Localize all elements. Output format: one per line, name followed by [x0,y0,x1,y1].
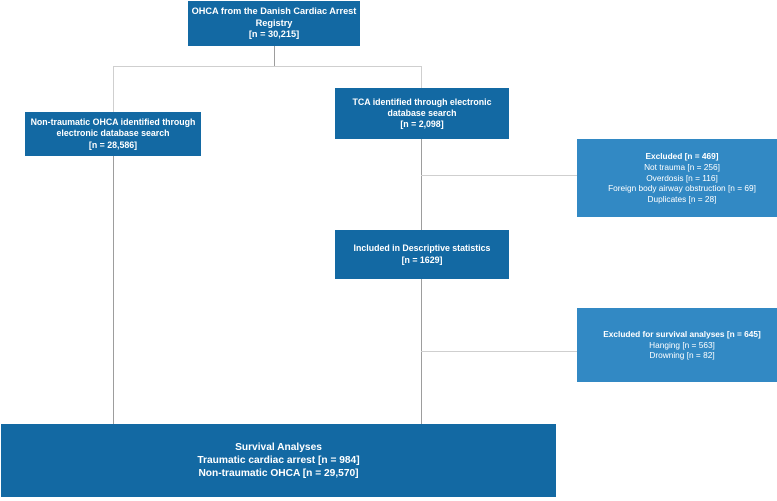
excluded-initial-line-1: Not trauma [n = 256] [644,162,720,173]
source-line-2: Registry [255,17,293,28]
tca-line-3: [n = 2,098] [400,119,444,130]
included-descriptive-statistics-box: Included in Descriptive statistics [n = … [335,230,509,279]
connector-source-stem [274,46,275,67]
non-traumatic-ohca-box: Non-traumatic OHCA identified through el… [25,112,201,156]
excluded-survival-analyses-box: Excluded for survival analyses [n = 645]… [577,308,777,382]
survival-line-3: Non-traumatic OHCA [n = 29,570] [198,468,359,480]
connector-to-excluded-initial [421,175,578,176]
connector-included-to-survival [421,279,422,425]
source-line-3: [n = 30,215] [248,29,300,40]
excluded-initial-line-3: Foreign body airway obstruction [n = 69] [608,183,756,194]
survival-analyses-box: Survival Analyses Traumatic cardiac arre… [1,424,556,497]
connector-left-branch-down [113,66,114,113]
excluded-survival-line-2: Drowning [n = 82] [649,350,715,361]
non-traumatic-line-1: Non-traumatic OHCA identified through [30,117,196,128]
source-line-1: OHCA from the Danish Cardiac Arrest [191,5,357,16]
connector-tca-to-included [421,138,422,231]
connector-to-excluded-survival [421,351,578,352]
included-line-1: Included in Descriptive statistics [353,243,491,254]
survival-line-2: Traumatic cardiac arrest [n = 984] [197,454,360,466]
excluded-initial-box: Excluded [n = 469] Not trauma [n = 256] … [577,139,777,217]
non-traumatic-line-2: electronic database search [56,128,170,139]
excluded-initial-heading: Excluded [n = 469] [645,151,719,162]
connector-right-branch-down [421,66,422,89]
survival-line-1: Survival Analyses [235,441,322,453]
source-registry-box: OHCA from the Danish Cardiac Arrest Regi… [188,1,360,46]
connector-nontraumatic-to-survival [113,155,114,425]
non-traumatic-line-3: [n = 28,586] [88,139,138,150]
tca-line-1: TCA identified through electronic [352,96,492,107]
tca-line-2: database search [387,107,457,118]
tca-identified-box: TCA identified through electronic databa… [335,88,509,139]
excluded-survival-heading: Excluded for survival analyses [n = 645] [603,329,761,340]
excluded-initial-line-4: Duplicates [n = 28] [647,193,717,204]
excluded-initial-line-2: Overdosis [n = 116] [646,172,718,183]
connector-split-bar [113,66,422,67]
excluded-survival-line-1: Hanging [n = 563] [649,339,715,350]
included-line-2: [n = 1629] [401,254,443,265]
